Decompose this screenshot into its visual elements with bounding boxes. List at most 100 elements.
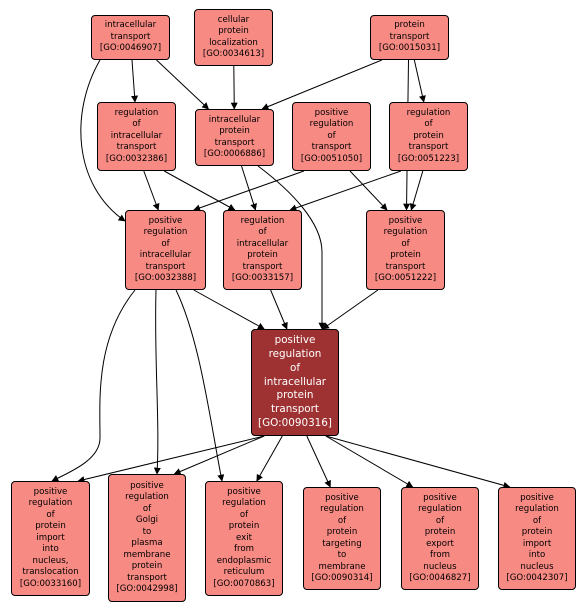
term-name-line: nucleus bbox=[423, 561, 457, 572]
term-name-line: regulation bbox=[240, 215, 285, 226]
term-name-line: protein bbox=[390, 250, 421, 260]
term-name-line: intracellular bbox=[263, 375, 327, 388]
term-name-line: regulation bbox=[28, 498, 73, 509]
edge-go-0051223-to-go-0033157 bbox=[289, 170, 402, 212]
edge-go-0090316-to-go-0070863 bbox=[256, 435, 283, 482]
edge-go-0051222-to-go-0090316 bbox=[322, 289, 379, 330]
edge-go-0032386-to-go-0032388 bbox=[143, 170, 160, 211]
term-name-line: regulation bbox=[309, 119, 354, 130]
edge-go-0090316-to-go-0046827 bbox=[325, 435, 414, 488]
term-id-label: [GO:0070863] bbox=[213, 578, 275, 589]
term-name-line: protein bbox=[276, 389, 314, 402]
edge-go-0032388-to-go-0042998 bbox=[153, 289, 161, 475]
term-name-line: regulation bbox=[222, 498, 266, 509]
term-name-line: transport bbox=[311, 142, 352, 153]
edge-go-0046907-to-go-0032386 bbox=[131, 59, 139, 103]
edge-go-0032388-to-go-0070863 bbox=[175, 289, 225, 482]
term-name-line: of bbox=[401, 238, 410, 249]
edge-go-0090316-to-go-0033160 bbox=[77, 435, 265, 483]
term-name-line: positive bbox=[520, 492, 554, 503]
term-name-line: intracellular bbox=[236, 238, 289, 249]
term-name-line: positive bbox=[314, 107, 349, 118]
edge-go-0090316-to-go-0042307 bbox=[325, 435, 511, 489]
term-name-line: positive bbox=[130, 480, 164, 491]
term-name-line: into bbox=[528, 550, 546, 560]
edge-go-0090316-to-go-0042998 bbox=[173, 435, 265, 475]
term-id-label: [GO:0034613] bbox=[202, 49, 265, 59]
term-name-line: of bbox=[258, 227, 267, 237]
term-id-label: [GO:0032386] bbox=[105, 153, 168, 164]
term-name-line: from bbox=[234, 544, 254, 555]
edge-go-0090316-to-go-0090314 bbox=[306, 435, 331, 488]
term-name-line: membrane bbox=[123, 549, 171, 560]
term-name-line: protein bbox=[131, 561, 163, 571]
term-name-line: plasma bbox=[131, 538, 163, 548]
term-name-line: transport bbox=[385, 261, 426, 272]
term-id-label: [GO:0046907] bbox=[99, 43, 162, 54]
term-name-line: to bbox=[142, 526, 152, 537]
edge-go-0006886-to-go-0090316 bbox=[257, 165, 326, 330]
term-name-line: protein bbox=[424, 527, 456, 537]
term-name-line: of bbox=[239, 509, 249, 520]
term-name-line: endoplasmic bbox=[216, 555, 272, 566]
term-name-line: nucleus bbox=[520, 561, 554, 572]
edge-go-0032388-to-go-0090316 bbox=[193, 289, 265, 330]
edge-go-0032386-to-go-0033157 bbox=[163, 170, 236, 211]
term-name-line: exit bbox=[236, 532, 252, 543]
term-name-line: positive bbox=[423, 492, 457, 503]
term-name-line: translocation bbox=[22, 567, 79, 578]
term-name-line: positive bbox=[274, 333, 316, 346]
term-name-line: of bbox=[424, 119, 433, 130]
term-name-line: nucleus, bbox=[32, 555, 69, 566]
term-name-line: positive bbox=[388, 215, 423, 226]
term-id-label: [GO:0032388] bbox=[134, 273, 197, 283]
term-name-line: intracellular bbox=[104, 20, 157, 31]
term-name-line: regulation bbox=[114, 107, 159, 118]
term-name-line: regulation bbox=[320, 504, 364, 514]
term-name-line: protein bbox=[247, 250, 278, 260]
term-name-line: of bbox=[289, 361, 300, 374]
term-name-line: of bbox=[46, 509, 55, 520]
term-name-line: to bbox=[337, 550, 347, 560]
edge-go-0015031-to-go-0051223 bbox=[413, 59, 426, 103]
term-id-label: [GO:0051050] bbox=[300, 153, 363, 164]
term-id-label: [GO:0006886] bbox=[203, 149, 266, 159]
term-name-line: regulation bbox=[406, 107, 451, 118]
term-name-line: positive bbox=[148, 215, 183, 226]
term-name-line: reticulum bbox=[223, 567, 265, 578]
term-name-line: intracellular bbox=[208, 114, 261, 125]
term-name-line: protein bbox=[326, 527, 358, 537]
term-id-label: [GO:0090316] bbox=[258, 417, 332, 430]
term-name-line: of bbox=[435, 515, 445, 526]
term-name-line: regulation bbox=[383, 227, 428, 237]
term-name-line: transport bbox=[116, 142, 157, 153]
term-name-line: import bbox=[522, 538, 552, 549]
term-name-line: regulation bbox=[125, 492, 169, 502]
term-name-line: Golgi bbox=[135, 515, 159, 525]
term-name-line: of bbox=[532, 515, 542, 526]
term-name-line: transport bbox=[145, 261, 186, 272]
term-name-line: positive bbox=[227, 486, 261, 497]
term-name-line: protein bbox=[219, 126, 250, 136]
term-name-line: protein bbox=[228, 521, 260, 532]
term-id-label: [GO:0051222] bbox=[374, 273, 437, 283]
